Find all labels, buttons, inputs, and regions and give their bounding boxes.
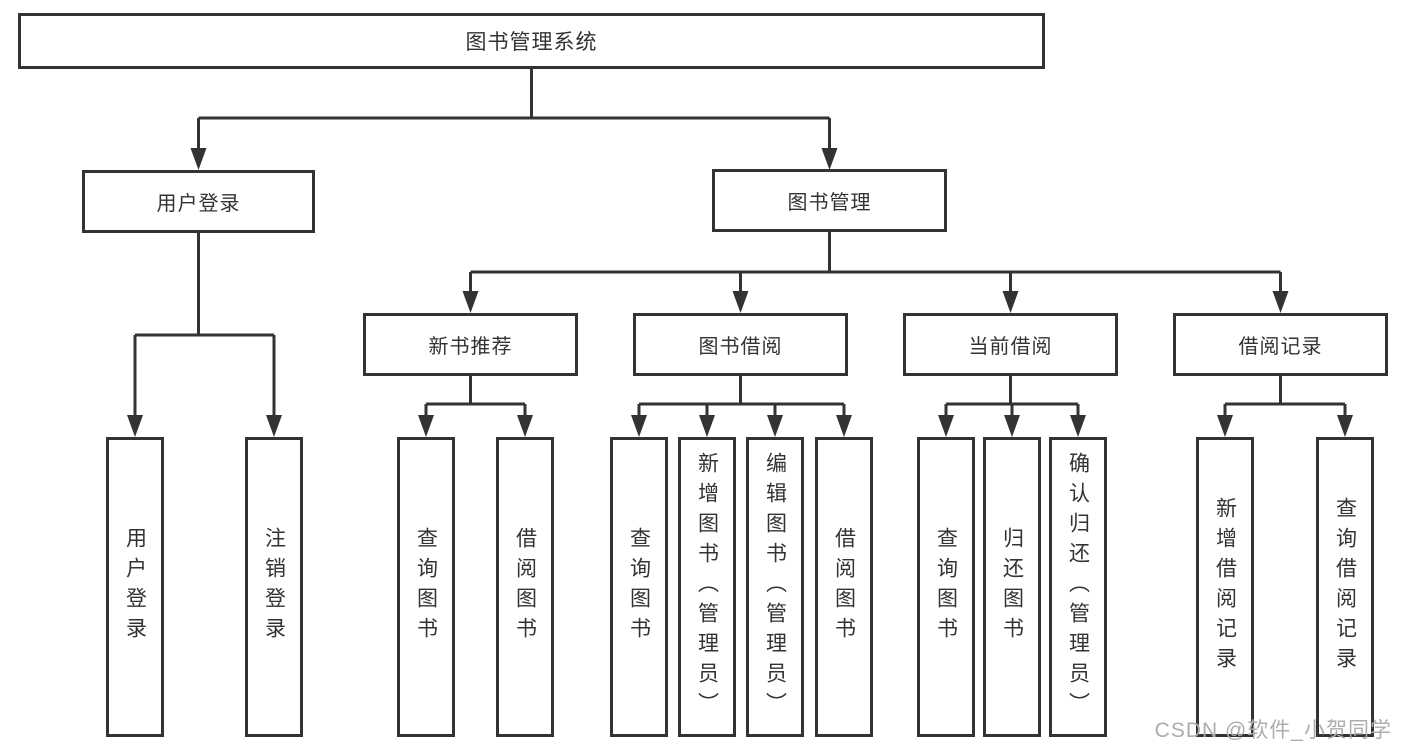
leaf-confirm-return-admin-label: 确认归还（管理员） (1066, 452, 1090, 722)
leaf-borrow-books: 借阅图书 (815, 437, 873, 737)
watermark: CSDN @软件_小贺同学 (1154, 719, 1392, 742)
leaf-borrow-query-books: 查询图书 (610, 437, 668, 737)
node-user-login: 用户登录 (82, 170, 315, 233)
leaf-current-query-books-label: 查询图书 (934, 527, 958, 647)
leaf-add-books-admin: 新增图书（管理员） (678, 437, 736, 737)
leaf-add-books-admin-label: 新增图书（管理员） (695, 452, 719, 722)
arrowhead (1070, 415, 1086, 437)
leaf-borrow-query-books-label: 查询图书 (627, 527, 651, 647)
node-root-system-label: 图书管理系统 (465, 31, 598, 54)
connector-book-management-to-level3 (462, 232, 1289, 313)
node-borrow-records-label: 借阅记录 (1238, 336, 1323, 358)
connector-user-login-to-leaves (127, 233, 282, 437)
leaf-user-login: 用户登录 (106, 437, 164, 737)
connector-book-borrow-to-leaves (631, 376, 852, 437)
node-book-management-label: 图书管理 (787, 192, 872, 214)
node-new-book-recommend-label: 新书推荐 (428, 336, 513, 358)
leaf-recommend-borrow-books: 借阅图书 (496, 437, 554, 737)
node-user-login-label: 用户登录 (156, 193, 241, 215)
arrowhead (418, 415, 434, 437)
arrowhead (938, 415, 954, 437)
arrowhead (266, 415, 282, 437)
leaf-return-books-label: 归还图书 (1000, 527, 1024, 647)
node-new-book-recommend: 新书推荐 (363, 313, 578, 376)
leaf-recommend-query-books: 查询图书 (397, 437, 455, 737)
arrowhead (517, 415, 533, 437)
leaf-query-borrow-record-label: 查询借阅记录 (1333, 497, 1357, 677)
leaf-edit-books-admin-label: 编辑图书（管理员） (763, 452, 787, 722)
node-current-borrow: 当前借阅 (903, 313, 1118, 376)
leaf-logout: 注销登录 (245, 437, 303, 737)
connector-new-book-recommend-to-leaves (418, 376, 533, 437)
connector-root-to-level2 (190, 69, 838, 170)
node-book-borrow-label: 图书借阅 (698, 336, 783, 358)
leaf-return-books: 归还图书 (983, 437, 1041, 737)
leaf-edit-books-admin: 编辑图书（管理员） (746, 437, 804, 737)
leaf-logout-label: 注销登录 (262, 527, 286, 647)
arrowhead (462, 291, 479, 313)
arrowhead (821, 148, 838, 170)
node-borrow-records: 借阅记录 (1173, 313, 1388, 376)
leaf-recommend-borrow-books-label: 借阅图书 (513, 527, 537, 647)
arrowhead (631, 415, 647, 437)
arrowhead (190, 148, 207, 170)
connector-current-borrow-to-leaves (938, 376, 1086, 437)
node-current-borrow-label: 当前借阅 (968, 336, 1053, 358)
leaf-query-borrow-record: 查询借阅记录 (1316, 437, 1374, 737)
leaf-user-login-label: 用户登录 (123, 527, 147, 647)
arrowhead (1002, 291, 1019, 313)
arrowhead (1272, 291, 1289, 313)
node-book-borrow: 图书借阅 (633, 313, 848, 376)
arrowhead (732, 291, 749, 313)
leaf-add-borrow-record: 新增借阅记录 (1196, 437, 1254, 737)
node-book-management: 图书管理 (712, 169, 947, 232)
arrowhead (836, 415, 852, 437)
arrowhead (127, 415, 143, 437)
connector-borrow-records-to-leaves (1217, 376, 1353, 437)
arrowhead (767, 415, 783, 437)
leaf-confirm-return-admin: 确认归还（管理员） (1049, 437, 1107, 737)
arrowhead (699, 415, 715, 437)
arrowhead (1337, 415, 1353, 437)
arrowhead (1004, 415, 1020, 437)
leaf-recommend-query-books-label: 查询图书 (414, 527, 438, 647)
leaf-borrow-books-label: 借阅图书 (832, 527, 856, 647)
leaf-add-borrow-record-label: 新增借阅记录 (1213, 497, 1237, 677)
leaf-current-query-books: 查询图书 (917, 437, 975, 737)
node-root-system: 图书管理系统 (18, 13, 1045, 69)
arrowhead (1217, 415, 1233, 437)
